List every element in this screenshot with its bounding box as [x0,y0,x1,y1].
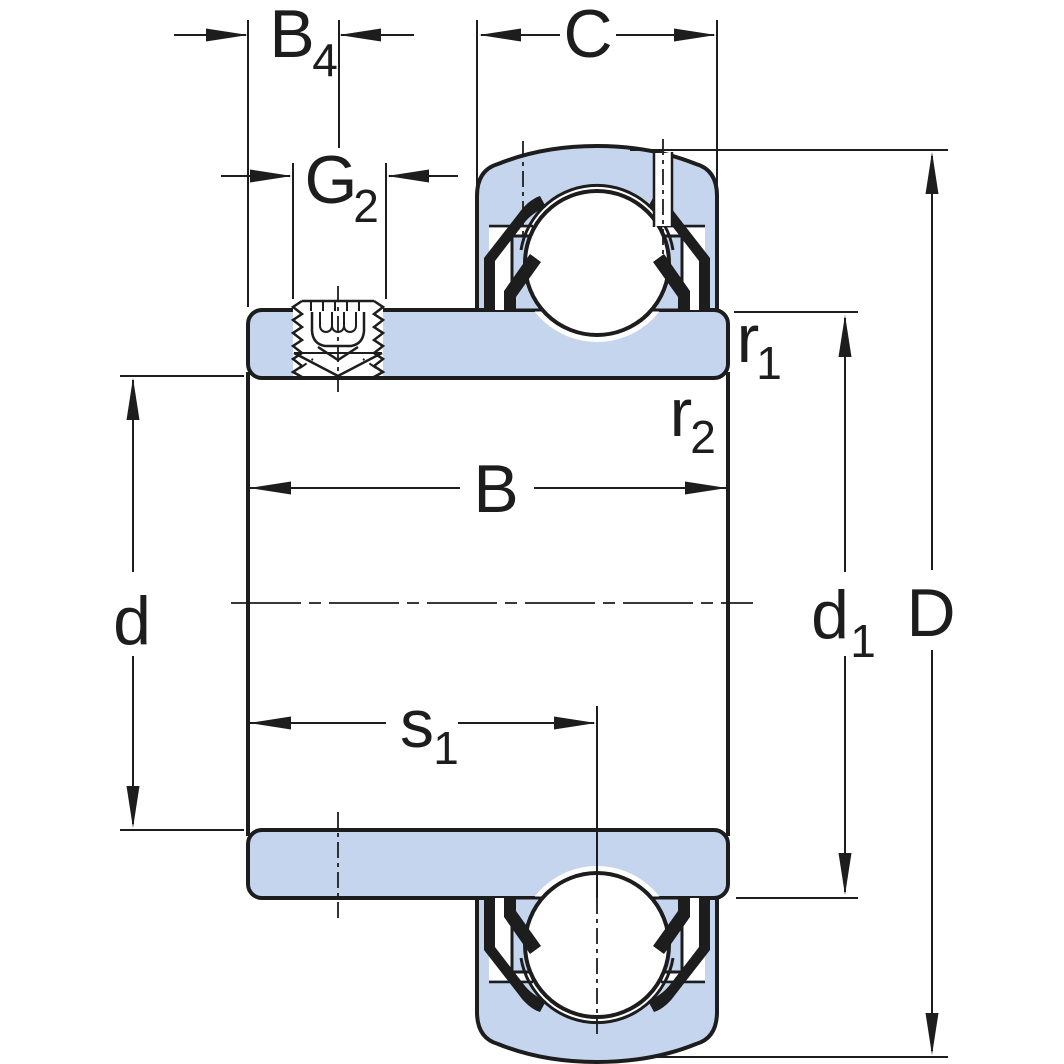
dim-d [120,375,244,831]
label-r1: r [737,301,760,377]
dim-c [476,20,718,194]
label-r2: r [670,375,693,451]
label-d1-sub: 1 [850,615,876,667]
inner-ring-sleeve-bottom [246,828,730,900]
dim-d1 [734,311,858,899]
label-g2-sub: 2 [353,180,379,232]
lubrication-slot [652,152,674,227]
dim-s1 [249,716,596,730]
label-s1: s [400,686,434,762]
dim-b4 [174,20,414,307]
label-r2-sub: 2 [690,411,716,463]
labels: B 4 C G 2 r 1 r 2 B s 1 d d 1 D [113,0,955,774]
dim-b [249,481,727,495]
label-d: d [113,583,151,659]
label-g2: G [305,142,358,218]
screw-corner-mark-right [362,358,377,369]
label-s1-sub: 1 [433,722,459,774]
dim-dcap [630,149,948,1058]
label-b4: B [269,0,314,72]
label-r1-sub: 1 [756,337,782,389]
dim-g2 [221,163,458,299]
label-c: C [563,0,612,72]
label-b: B [473,451,518,527]
screw-corner-mark-left [299,358,314,369]
label-b4-sub: 4 [312,34,338,86]
label-d1: d [811,577,849,653]
screw-top-serrations [310,301,360,311]
label-dcap: D [906,575,955,651]
